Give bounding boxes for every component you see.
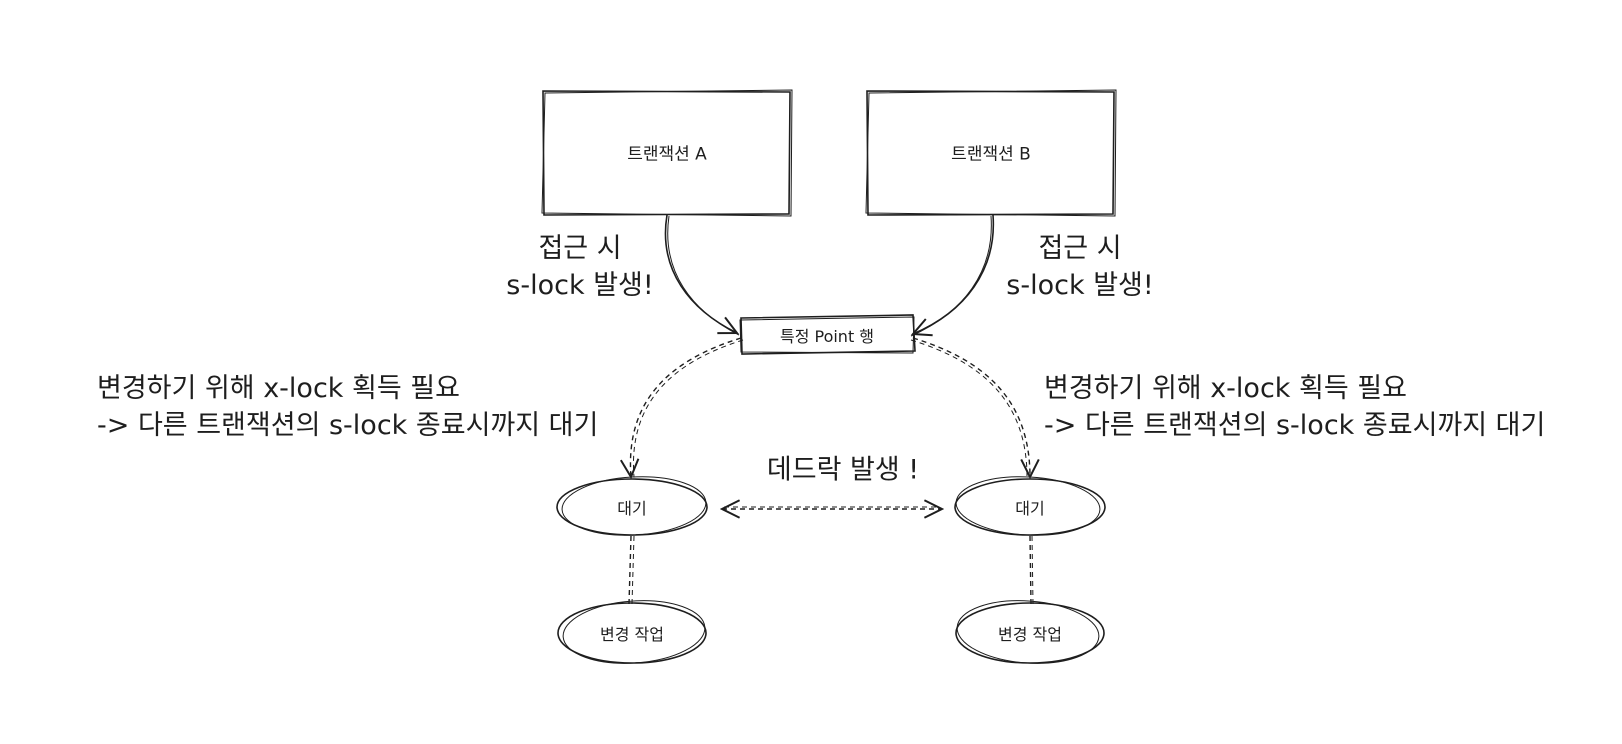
need-xlock-left-annotation: 변경하기 위해 x-lock 획득 필요 -> 다른 트랜잭션의 s-lock … [97,370,598,444]
change-left-label: 변경 작업 [600,625,664,644]
access-right-annotation: 접근 시 s-lock 발생! [1000,230,1160,304]
transaction-a-label: 트랜잭션 A [627,144,707,165]
wait-left-label: 대기 [617,499,647,518]
point-row-box [739,314,916,355]
change-right-label: 변경 작업 [998,625,1062,644]
arrow-b-to-row [910,214,995,337]
need-xlock-left-line-1: 변경하기 위해 x-lock 획득 필요 [97,373,460,404]
deadlock-annotation: 데드락 발생 ! [766,454,920,486]
point-row-label: 특정 Point 행 [779,327,875,346]
access-left-annotation: 접근 시 s-lock 발생! [500,230,660,304]
wait-right-label: 대기 [1015,499,1045,518]
access-right-line-2: s-lock 발생! [1006,270,1154,301]
transaction-a-box [541,89,793,217]
access-left-line-1: 접근 시 [538,233,622,264]
arrow-row-to-wait-right [910,337,1030,477]
need-xlock-right-line-2: -> 다른 트랜잭션의 s-lock 종료시까지 대기 [1044,410,1546,441]
transaction-b-label: 트랜잭션 B [951,144,1031,165]
wait-left-ellipse [556,476,708,536]
need-xlock-left-line-2: -> 다른 트랜잭션의 s-lock 종료시까지 대기 [97,410,599,441]
arrow-row-to-wait-left [630,337,744,477]
connector-wait-to-change-right [1029,535,1034,605]
access-right-line-1: 접근 시 [1038,233,1122,264]
need-xlock-right-annotation: 변경하기 위해 x-lock 획득 필요 -> 다른 트랜잭션의 s-lock … [1044,370,1545,444]
change-left-ellipse [557,600,707,664]
need-xlock-right-line-1: 변경하기 위해 x-lock 획득 필요 [1044,373,1407,404]
connector-wait-to-change-left [628,535,635,605]
access-left-line-2: s-lock 발생! [506,270,654,301]
change-right-ellipse [955,600,1105,664]
deadlock-arrow [722,507,942,509]
arrow-a-to-row [664,214,740,336]
wait-right-ellipse [954,476,1106,536]
transaction-b-box [865,89,1117,217]
